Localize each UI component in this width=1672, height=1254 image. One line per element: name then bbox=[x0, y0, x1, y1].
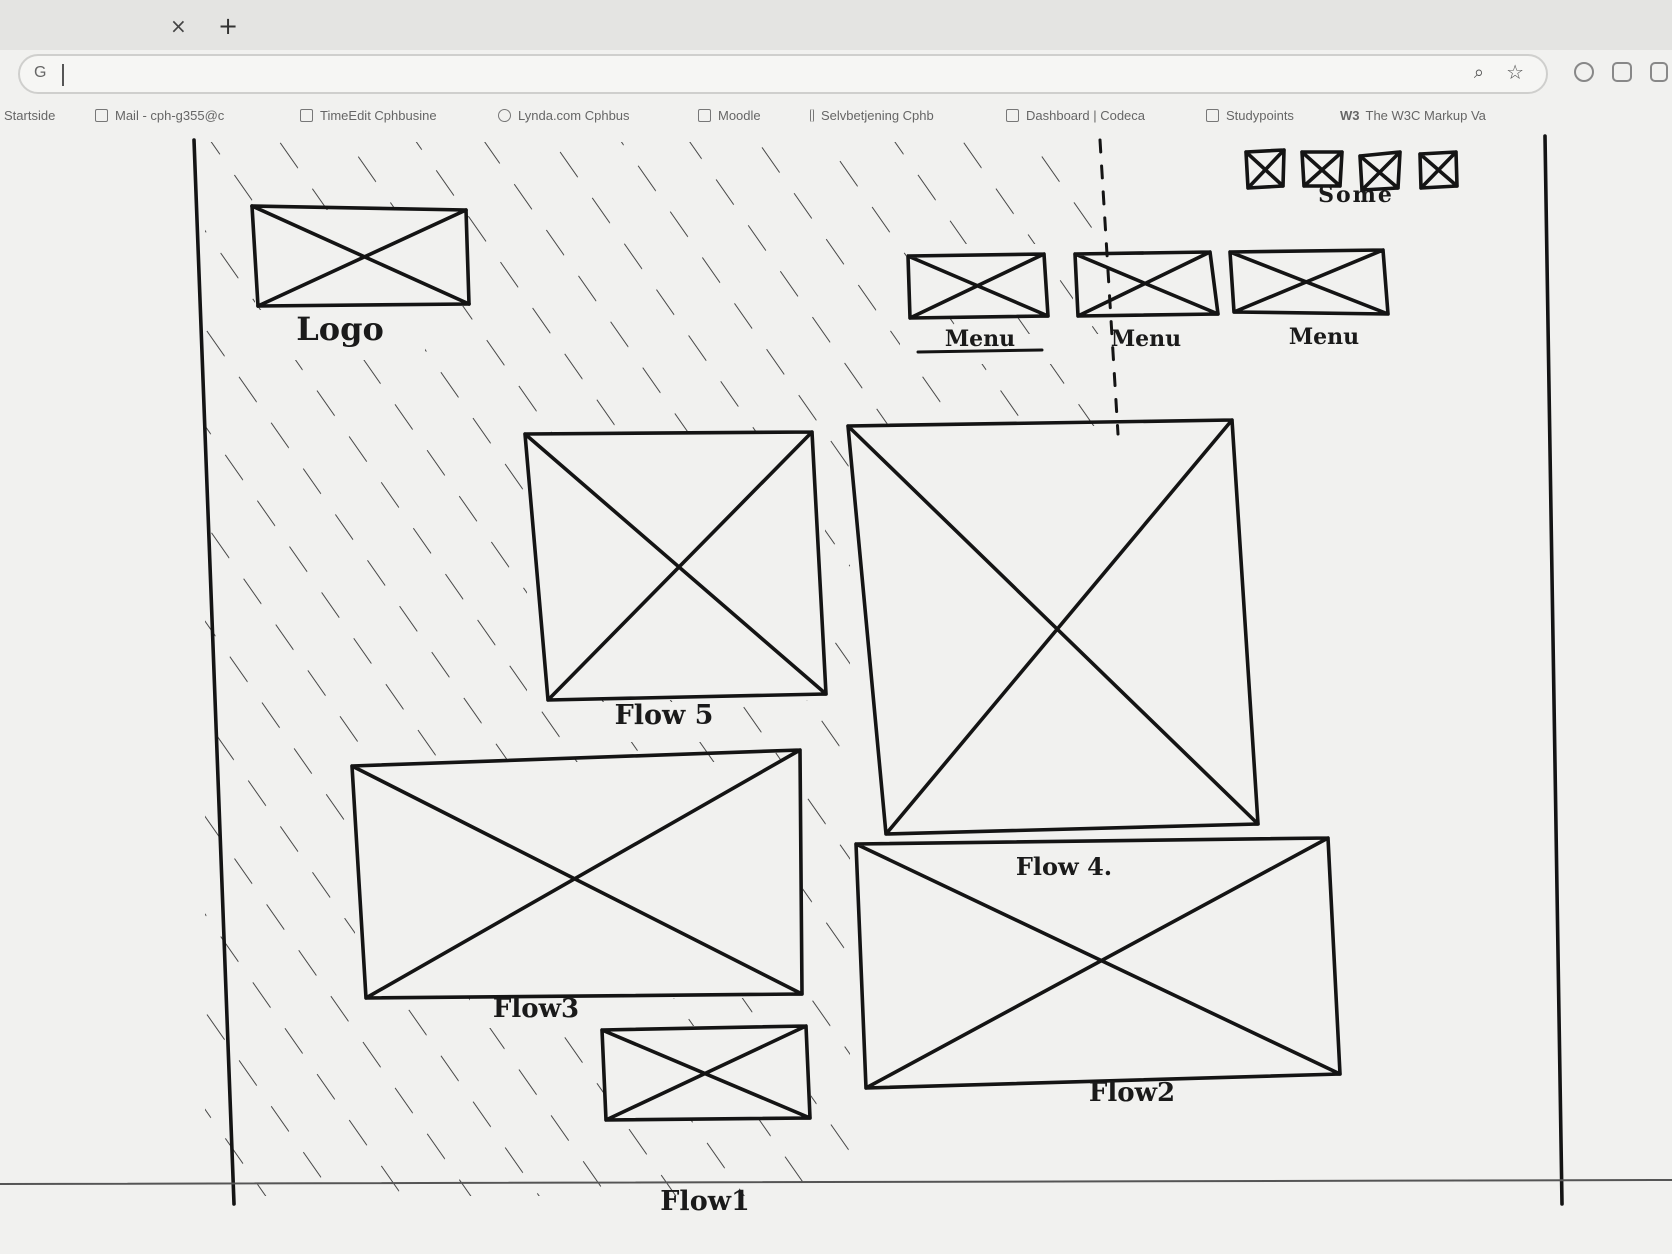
flow2-label: Flow2 bbox=[1088, 1078, 1176, 1108]
cast-icon[interactable] bbox=[1612, 62, 1632, 82]
extension-icon[interactable] bbox=[1574, 62, 1594, 82]
zoom-icon[interactable]: ⌕ bbox=[1473, 62, 1484, 83]
some-label: Some bbox=[1318, 182, 1394, 208]
flow2-placeholder-icon bbox=[854, 836, 1342, 1090]
flow5-placeholder-icon bbox=[523, 430, 828, 702]
studypoints-icon bbox=[1206, 109, 1219, 122]
bookmarks-bar: Startside Mail - cph-g355@c TimeEdit Cph… bbox=[0, 100, 1672, 134]
page-border-left bbox=[192, 138, 236, 1206]
star-icon[interactable]: ☆ bbox=[1506, 60, 1524, 84]
bookmark-item[interactable]: Moodle bbox=[698, 108, 761, 123]
menu-icon[interactable] bbox=[1650, 62, 1668, 82]
address-bar[interactable]: G ⌕ ☆ bbox=[18, 54, 1548, 94]
flow4-placeholder-icon bbox=[846, 418, 1260, 836]
flow3-placeholder-icon bbox=[350, 748, 804, 1000]
new-tab-icon[interactable]: + bbox=[218, 12, 239, 40]
sketch-drawing bbox=[0, 134, 1672, 1206]
w3c-icon: W3 bbox=[1340, 108, 1360, 123]
bookmark-item[interactable]: Dashboard | Codeca bbox=[1006, 108, 1181, 123]
social-icon[interactable] bbox=[1300, 150, 1344, 188]
logo-label: Logo bbox=[296, 310, 384, 348]
bookmark-item[interactable]: TimeEdit Cphbusine bbox=[300, 108, 475, 123]
social-icon[interactable] bbox=[1358, 150, 1402, 192]
flow3-label: Flow3 bbox=[492, 994, 580, 1024]
bookmark-item[interactable]: Studypoints bbox=[1206, 108, 1294, 123]
social-icons bbox=[1244, 148, 1459, 192]
flow1-placeholder-icon bbox=[600, 1024, 812, 1122]
wireframe-sketch: Logo Some Menu Menu Menu Flow 5 Flow 4. … bbox=[0, 134, 1672, 1254]
menu-label[interactable]: Menu bbox=[1110, 326, 1182, 352]
dashed-divider bbox=[1098, 138, 1120, 436]
lynda-icon bbox=[498, 109, 511, 122]
browser-tab-bar: × + bbox=[0, 0, 1672, 50]
page-bottom-line bbox=[0, 1179, 1672, 1185]
logo-placeholder-icon bbox=[250, 204, 471, 308]
menu-item-image[interactable] bbox=[906, 252, 1050, 320]
mail-icon bbox=[95, 109, 108, 122]
dots-icon bbox=[810, 109, 814, 122]
close-tab-icon[interactable]: × bbox=[170, 14, 187, 38]
bookmark-item[interactable]: Lynda.com Cphbus bbox=[498, 108, 673, 123]
social-icon[interactable] bbox=[1244, 148, 1286, 190]
flow5-label: Flow 5 bbox=[614, 700, 714, 731]
bookmark-item[interactable]: Startside bbox=[4, 108, 56, 123]
menu-label[interactable]: Menu bbox=[1288, 324, 1360, 350]
google-icon: G bbox=[34, 64, 47, 81]
page-icon bbox=[300, 109, 313, 122]
flow4-label: Flow 4. bbox=[1015, 852, 1113, 881]
bookmark-item[interactable]: Mail - cph-g355@c bbox=[95, 108, 270, 123]
menu-item-image[interactable] bbox=[1228, 248, 1390, 316]
codecademy-icon bbox=[1006, 109, 1019, 122]
page-border-right bbox=[1543, 134, 1564, 1206]
menu-item-image[interactable] bbox=[1073, 250, 1220, 318]
text-caret bbox=[62, 64, 64, 86]
bookmark-item[interactable]: Selvbetjening Cphb bbox=[810, 108, 985, 123]
social-icon[interactable] bbox=[1418, 150, 1459, 190]
flow1-label: Flow1 bbox=[660, 1186, 750, 1217]
page-icon bbox=[698, 109, 711, 122]
menu-label[interactable]: Menu bbox=[944, 326, 1016, 352]
active-menu-underline bbox=[916, 348, 1044, 354]
